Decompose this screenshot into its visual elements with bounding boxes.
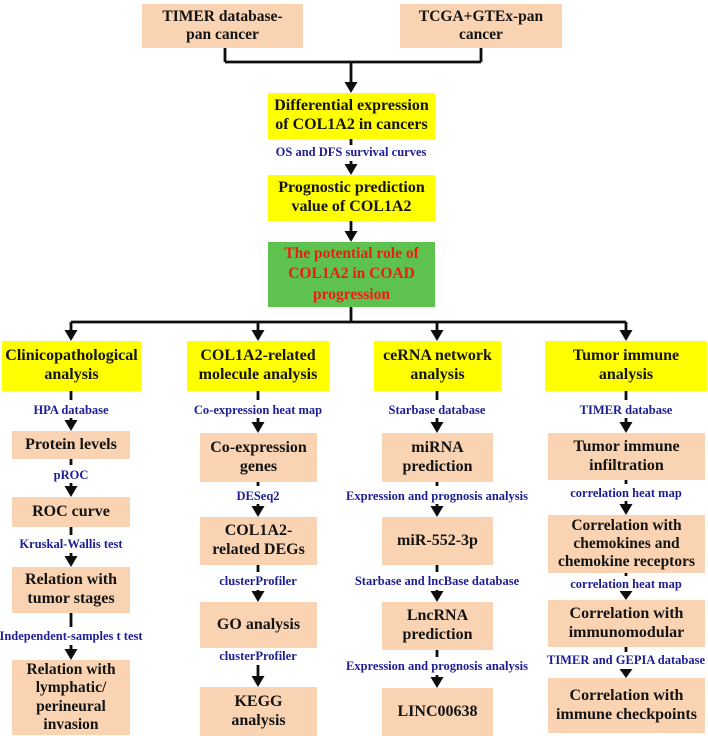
box-clinicopathological-header: Clinicopathological analysis bbox=[2, 341, 141, 391]
box-source-timer: TIMER database- pan cancer bbox=[142, 4, 303, 48]
box-mir-552-3p: miR-552-3p bbox=[382, 517, 493, 565]
box-relation-invasion: Relation with lymphatic/ perineural inva… bbox=[12, 660, 130, 735]
box-source-tcga-gtex: TCGA+GTEx-pan cancer bbox=[400, 4, 562, 48]
edge-os-dfs-survival: OS and DFS survival curves bbox=[275, 145, 427, 159]
edge-proc: pROC bbox=[53, 468, 89, 482]
box-prognostic-prediction: Prognostic prediction value of COL1A2 bbox=[268, 175, 435, 221]
box-central-role: The potential role of COL1A2 in COAD pro… bbox=[268, 242, 435, 307]
box-lncrna-prediction: LncRNA prediction bbox=[382, 602, 493, 650]
branch-arrows bbox=[64, 322, 633, 341]
edge-timer-database: TIMER database bbox=[579, 403, 673, 417]
edge-expr-prognosis-2: Expression and prognosis analysis bbox=[346, 659, 528, 673]
edge-starbase: Starbase database bbox=[388, 403, 486, 417]
box-coexpression-genes: Co-expression genes bbox=[200, 433, 317, 482]
box-correlation-immunomodular: Correlation with immunomodular bbox=[548, 600, 705, 647]
edge-clusterprofiler-1: clusterProfiler bbox=[219, 574, 297, 588]
edge-clusterprofiler-2: clusterProfiler bbox=[219, 649, 297, 663]
box-go-analysis: GO analysis bbox=[200, 602, 317, 648]
box-tumor-immune-header: Tumor immune analysis bbox=[545, 341, 707, 391]
box-tumor-immune-infiltration: Tumor immune infiltration bbox=[548, 433, 705, 480]
edge-correlation-heatmap-1: correlation heat map bbox=[570, 486, 682, 500]
column4-connectors bbox=[619, 391, 633, 678]
edge-correlation-heatmap-2: correlation heat map bbox=[570, 577, 682, 591]
box-cerna-header: ceRNA network analysis bbox=[374, 341, 501, 391]
column3-connectors bbox=[430, 391, 444, 688]
column2-connectors bbox=[251, 391, 265, 687]
box-linc00638: LINC00638 bbox=[382, 688, 493, 736]
box-relation-tumor-stages: Relation with tumor stages bbox=[12, 567, 130, 613]
edge-deseq2: DESeq2 bbox=[236, 489, 280, 503]
edge-expr-prognosis-1: Expression and prognosis analysis bbox=[346, 489, 528, 503]
edge-starbase-lncbase: Starbase and lncBase database bbox=[354, 574, 520, 588]
box-mirna-prediction: miRNA prediction bbox=[382, 433, 493, 482]
edge-coexpression-heatmap: Co-expression heat map bbox=[193, 403, 323, 417]
edge-kruskal-wallis: Kruskal-Wallis test bbox=[19, 537, 123, 551]
edge-timer-gepia: TIMER and GEPIA database bbox=[546, 653, 706, 667]
box-correlation-chemokines: Correlation with chemokines and chemokin… bbox=[548, 515, 705, 573]
box-protein-levels: Protein levels bbox=[12, 431, 130, 459]
main-chain-connectors bbox=[71, 139, 626, 324]
box-roc-curve: ROC curve bbox=[12, 497, 130, 527]
box-differential-expression: Differential expression of COL1A2 in can… bbox=[268, 93, 435, 139]
box-correlation-checkpoints: Correlation with immune checkpoints bbox=[548, 678, 705, 733]
box-col1a2-degs: COL1A2- related DEGs bbox=[200, 517, 317, 565]
box-col1a2-molecule-header: COL1A2-related molecule analysis bbox=[187, 341, 329, 391]
column1-connectors bbox=[64, 391, 78, 660]
merge-connector bbox=[223, 48, 483, 93]
edge-hpa-database: HPA database bbox=[33, 403, 109, 417]
edge-independent-t-test: Independent-samples t test bbox=[0, 629, 143, 643]
box-kegg-analysis: KEGG analysis bbox=[200, 687, 317, 736]
